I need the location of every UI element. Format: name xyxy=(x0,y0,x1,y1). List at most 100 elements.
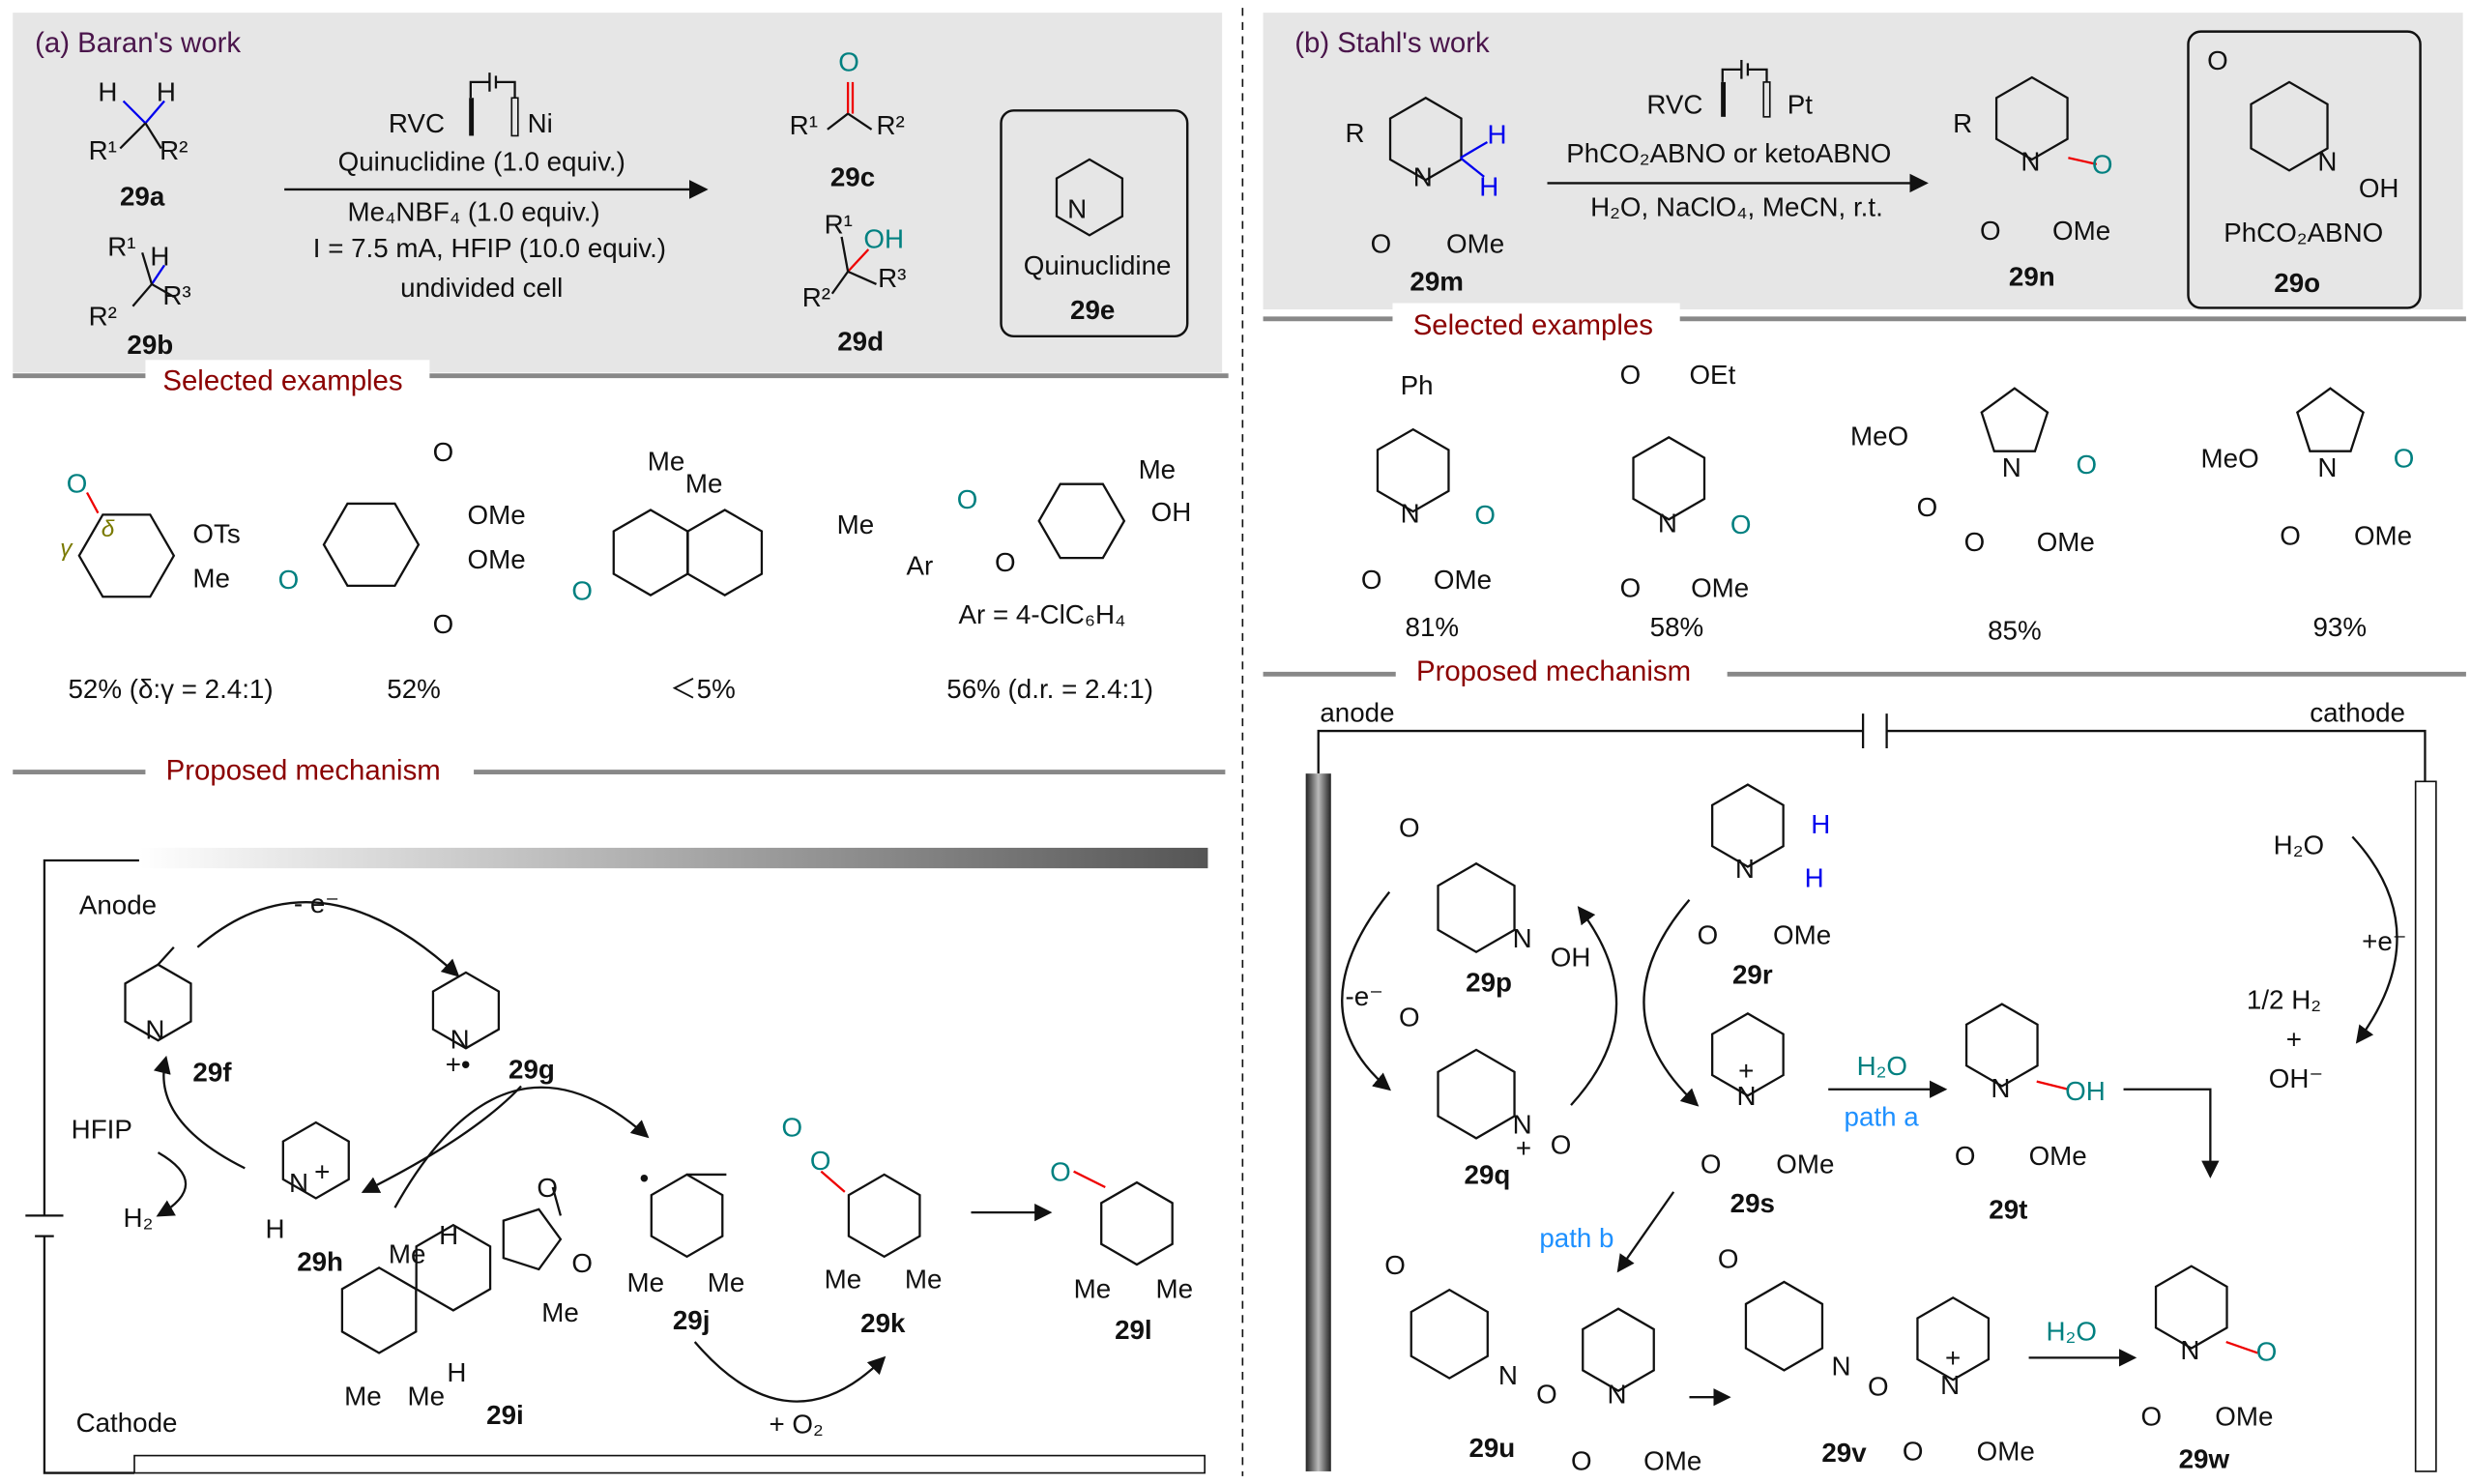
bond-29w-co xyxy=(2225,1340,2258,1354)
atom-label: O xyxy=(1917,492,1938,522)
atom-label: Me xyxy=(1156,1273,1194,1303)
cathode-label-b: cathode xyxy=(2310,697,2405,727)
atom-label: O xyxy=(2280,520,2301,550)
atom-label: N xyxy=(1498,1360,1518,1390)
atom-label: OMe xyxy=(2354,520,2412,550)
atom-label: O xyxy=(1620,572,1642,602)
section-proposed-mechanism-b: Proposed mechanism xyxy=(1416,655,1691,687)
atom-label: OH xyxy=(2359,173,2399,203)
atom-label: N xyxy=(1608,1380,1627,1410)
quinuclidine-box xyxy=(1000,109,1189,338)
atom-label: OMe xyxy=(1776,1149,1834,1178)
atom-label: Me xyxy=(1139,454,1177,484)
section-proposed-mechanism-a: Proposed mechanism xyxy=(166,755,441,787)
condition-electrolyte: Me₄NBF₄ (1.0 equiv.) xyxy=(348,197,600,227)
electron-gain-label: +e⁻ xyxy=(2362,926,2406,956)
atom-label: Me xyxy=(1074,1273,1112,1303)
atom-label: N xyxy=(1513,1109,1532,1139)
condition-catalyst: Quinuclidine (1.0 equiv.) xyxy=(338,146,625,176)
hfip-label: HFIP xyxy=(72,1114,132,1144)
abno-box xyxy=(2187,30,2422,309)
compound-id-29l: 29l xyxy=(1115,1315,1152,1345)
compound-id-29m: 29m xyxy=(1410,266,1464,296)
atom-label: OMe xyxy=(2029,1141,2087,1171)
compound-id-29u: 29u xyxy=(1468,1433,1515,1463)
atom-label: Ar xyxy=(907,550,934,580)
anode-label-a: Anode xyxy=(79,889,157,919)
bond-29c-r1 xyxy=(827,112,849,131)
bond-29f-bridge xyxy=(157,946,175,966)
atom-label: O xyxy=(1399,812,1420,842)
mechanism-arrows-b xyxy=(1341,835,2398,1407)
atom-label: N xyxy=(1401,499,1420,529)
atom-label: OMe xyxy=(2215,1402,2273,1432)
atom-label: Me xyxy=(825,1265,862,1295)
atom-label: OEt xyxy=(1689,360,1735,390)
atom-label: N xyxy=(1513,923,1532,953)
cathode-label-a: Cathode xyxy=(76,1408,178,1438)
electrode-pt: Pt xyxy=(1788,90,1814,120)
electrode-rvc: RVC xyxy=(389,108,445,138)
bond-29a-r2 xyxy=(144,122,162,150)
atom-label: O xyxy=(2394,443,2415,473)
atom-label: R² xyxy=(802,282,830,312)
atom-label: Me xyxy=(344,1381,382,1411)
panel-stahl: (b) Stahl's work RVC Pt PhCO₂ABNO or ket… xyxy=(1263,13,2466,1474)
atom-label: N xyxy=(1067,193,1087,223)
ring-29l xyxy=(1100,1180,1174,1266)
bond-ex1-co xyxy=(86,491,100,514)
example-yield-4: 56% (d.r. = 2.4:1) xyxy=(946,674,1153,704)
ring-29u xyxy=(1582,1307,1655,1392)
circuit-wire-a xyxy=(25,858,139,1474)
example-yield-2: 52% xyxy=(387,674,441,704)
atom-label: O xyxy=(1571,1445,1592,1475)
compound-id-29p: 29p xyxy=(1466,968,1512,998)
atom-label: R² xyxy=(876,110,904,140)
electrode-icon-b xyxy=(1721,60,1771,118)
atom-label: H xyxy=(157,77,176,107)
ring-29n xyxy=(1994,75,2069,161)
bond-29d-r1 xyxy=(840,236,850,273)
plus-sign: + xyxy=(2286,1024,2302,1054)
atom-label: Me xyxy=(192,563,230,593)
atom-label: R² xyxy=(89,301,117,331)
ring-29o xyxy=(2250,80,2329,172)
atom-label: • xyxy=(640,1163,650,1193)
atom-label: + xyxy=(1738,1056,1754,1086)
compound-id-29o: 29o xyxy=(2274,268,2320,298)
panel-a-title: (a) Baran's work xyxy=(35,27,241,59)
electron-loss-label-b: -e⁻ xyxy=(1345,981,1382,1011)
atom-label: Me xyxy=(626,1267,664,1297)
atom-label: OMe xyxy=(1773,920,1831,950)
mechanism-arrows-a xyxy=(153,901,1053,1403)
compound-id-29v: 29v xyxy=(1821,1438,1867,1468)
atom-label: O xyxy=(1903,1437,1924,1467)
atom-label: H xyxy=(447,1357,466,1387)
atom-label: MeO xyxy=(1850,422,1908,451)
compound-id-29n: 29n xyxy=(2009,262,2055,292)
atom-label: O xyxy=(433,609,454,639)
ring-ex2 xyxy=(322,502,421,587)
atom-label: N xyxy=(1736,1081,1756,1111)
atom-label: H xyxy=(98,77,117,107)
condition-solvent: H₂O, NaClO₄, MeCN, r.t. xyxy=(1590,192,1883,222)
bond-29d-r2 xyxy=(830,271,850,295)
compound-id-29s: 29s xyxy=(1730,1188,1775,1218)
condition-mediator: PhCO₂ABNO or ketoABNO xyxy=(1566,138,1891,168)
ring-ex4 xyxy=(1037,482,1126,560)
compound-id-29f: 29f xyxy=(192,1058,232,1088)
atom-label: N xyxy=(2002,452,2021,482)
atom-label: H xyxy=(1487,120,1506,150)
atom-label: OH xyxy=(2065,1076,2106,1106)
condition-current: I = 7.5 mA, HFIP (10.0 equiv.) xyxy=(313,233,666,263)
water-path-a: H₂O xyxy=(1857,1051,1907,1081)
compound-id-29w: 29w xyxy=(2179,1444,2230,1474)
ring-29r xyxy=(1711,783,1785,868)
bond-29m-h2 xyxy=(1459,157,1485,178)
atom-label: O xyxy=(1730,509,1752,539)
atom-label: O xyxy=(278,565,300,595)
atom-label: O xyxy=(1371,228,1392,258)
atom-label: O xyxy=(1980,216,2001,246)
electrode-ni: Ni xyxy=(528,108,553,138)
atom-label: O xyxy=(2077,450,2098,480)
